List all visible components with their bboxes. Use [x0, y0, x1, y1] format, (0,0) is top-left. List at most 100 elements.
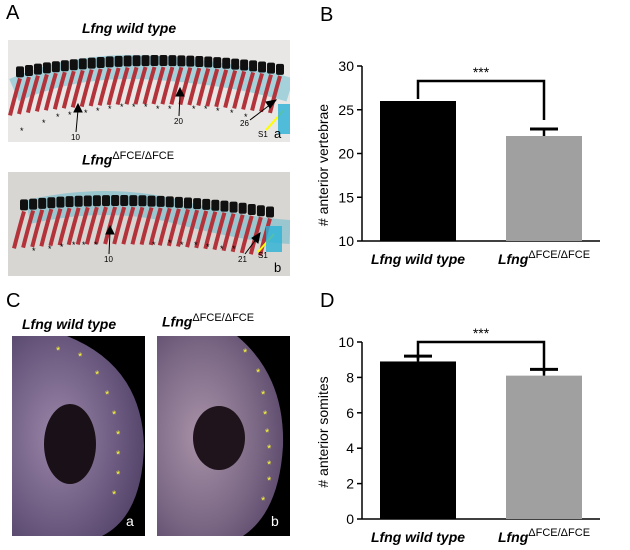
d-category-label: LfngΔFCE/ΔFCE	[498, 527, 590, 545]
top-vertebra	[60, 60, 69, 72]
bottom-vertebra	[229, 201, 238, 213]
b-bar-mutant	[506, 136, 582, 241]
top-rib	[169, 66, 184, 105]
b-category-label: LfngΔFCE/ΔFCE	[498, 249, 590, 267]
top-star: *	[84, 108, 88, 118]
bottom-vertebra	[156, 195, 165, 207]
panel-letter-c: C	[6, 290, 21, 312]
wt-somite-star: *	[116, 469, 121, 481]
top-rib	[43, 72, 58, 111]
bottom-vertebra	[47, 197, 56, 209]
b-ytick-label: 25	[338, 102, 354, 118]
top-rib	[223, 70, 238, 109]
b-significance-bracket	[416, 79, 546, 120]
bottom-rib	[176, 208, 190, 247]
bottom-vertebra	[102, 195, 110, 207]
top-star: *	[168, 104, 172, 114]
top-rib	[17, 76, 31, 115]
bottom-vertebra	[211, 199, 220, 211]
b-bar-wildtype	[380, 101, 456, 241]
top-vertebra	[213, 57, 222, 69]
top-star: *	[68, 110, 72, 120]
top-star: *	[204, 104, 208, 114]
top-vertebra	[249, 60, 258, 72]
label-c-b: b	[271, 513, 279, 529]
top-rib	[214, 69, 229, 108]
top-star: *	[244, 112, 248, 122]
bottom-vertebra	[120, 195, 129, 207]
bottom-vertebra	[129, 195, 138, 207]
top-vertebra	[141, 55, 150, 67]
bottom-star: *	[180, 240, 184, 250]
bottom-rib	[30, 209, 45, 248]
top-star: *	[108, 104, 112, 114]
mut-somite-star: *	[265, 427, 270, 439]
bottom-star: *	[48, 244, 52, 254]
top-vertebra	[123, 55, 132, 67]
d-ytick-label: 4	[346, 440, 354, 456]
wt-somite-star: *	[78, 351, 83, 363]
d-ytick-label: 6	[346, 405, 354, 421]
bottom-rib	[230, 214, 245, 253]
bottom-vertebra	[184, 197, 192, 209]
top-vertebra	[33, 63, 42, 75]
top-rib	[124, 66, 139, 105]
top-star: *	[20, 126, 24, 136]
bottom-vertebra	[138, 195, 147, 207]
bottom-vertebra	[147, 195, 156, 207]
top-vertebra	[159, 55, 168, 67]
bottom-rib	[221, 213, 236, 252]
label-rib-26-top: 26	[240, 119, 249, 128]
top-vertebra	[78, 58, 87, 70]
top-vertebra	[69, 59, 78, 71]
top-vertebra	[177, 55, 186, 67]
bottom-vertebra	[65, 196, 74, 208]
caption-allele-c: ΔFCE/ΔFCE	[192, 312, 255, 324]
d-ytick-label: 8	[346, 369, 354, 385]
top-star: *	[230, 108, 234, 118]
top-vertebra	[186, 55, 195, 67]
top-rib	[8, 77, 22, 116]
label-s1-top: S1	[258, 130, 268, 139]
caption-gene-c: Lfng	[162, 313, 193, 330]
bottom-star: *	[194, 240, 198, 250]
bottom-rib	[157, 207, 172, 246]
wt-somite-star: *	[95, 369, 100, 381]
top-rib	[241, 71, 256, 110]
embryo-photo-mutant: ********* b	[157, 336, 290, 536]
top-vertebra	[105, 56, 114, 68]
label-rib-21-bottom: 21	[238, 255, 247, 264]
top-rib	[259, 74, 273, 113]
bottom-vertebra	[247, 203, 256, 215]
top-rib	[34, 73, 49, 112]
mut-somite-star: *	[267, 475, 272, 487]
panel-c-right-caption: LfngΔFCE/ΔFCE	[162, 312, 254, 330]
top-vertebra	[24, 64, 33, 76]
top-star: *	[120, 102, 124, 112]
bottom-vertebra	[202, 198, 211, 210]
top-rib	[70, 69, 85, 108]
bottom-vertebra	[266, 206, 274, 218]
d-ytick-label: 10	[338, 334, 354, 350]
top-rib	[133, 66, 148, 105]
ylabel-d: # anterior somites	[315, 376, 331, 487]
bottom-vertebra	[83, 195, 92, 207]
top-rib	[25, 75, 40, 114]
bottom-rib	[39, 208, 54, 247]
mut-somite-star: *	[243, 347, 248, 359]
label-rib-10-top: 10	[71, 133, 80, 142]
top-rib	[79, 69, 94, 108]
d-ytick-label: 2	[346, 476, 354, 492]
bottom-rib	[112, 206, 127, 245]
b-ytick-label: 20	[338, 146, 354, 162]
bottom-star: *	[232, 244, 236, 254]
top-vertebra	[96, 56, 105, 68]
b-ytick-label: 10	[338, 233, 354, 249]
bottom-vertebra	[174, 196, 183, 208]
d-category-label: Lfng wild type	[371, 529, 465, 545]
bottom-star: *	[220, 244, 224, 254]
embryo-photo-wildtype: ********* a	[12, 336, 145, 536]
bottom-star: *	[32, 246, 36, 256]
bottom-rib	[258, 218, 272, 257]
top-vertebra	[204, 56, 213, 68]
